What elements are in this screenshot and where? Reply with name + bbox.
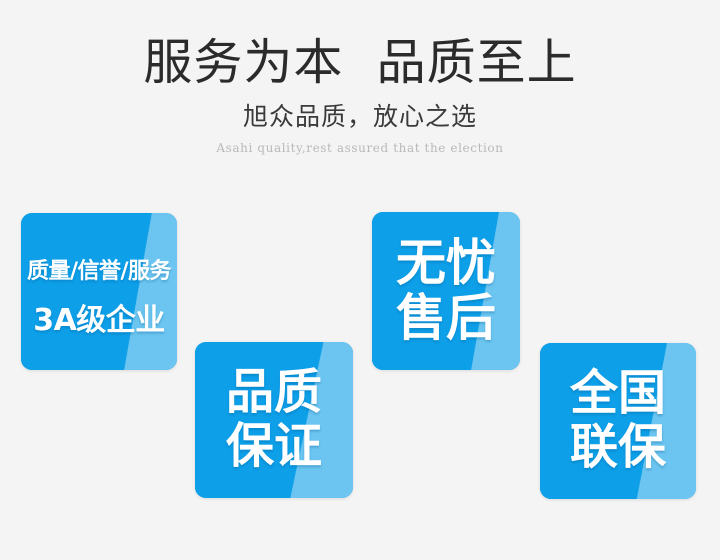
- card-warranty-line-2: 联保: [569, 419, 666, 475]
- card-aftersales-line-2: 售后: [396, 289, 496, 347]
- card-label-stack: 全国 联保: [540, 343, 696, 499]
- subtitle-chinese: 旭众品质，放心之选: [242, 101, 477, 131]
- card-quality-line-1: 质量/信誉/服务: [26, 259, 172, 284]
- page-title: 服务为本 品质至上: [143, 34, 577, 91]
- card-diagonal-highlight: [195, 342, 353, 498]
- card-label-stack: 无忧 售后: [372, 212, 520, 370]
- card-label-stack: 质量/信誉/服务 3A级企业: [21, 213, 177, 370]
- card-label-stack: 品质 保证: [195, 342, 353, 498]
- card-diagonal-highlight: [21, 213, 177, 370]
- feature-card-assurance[interactable]: 品质 保证: [195, 342, 353, 498]
- card-assurance-line-1: 品质: [225, 364, 322, 421]
- card-warranty-line-1: 全国: [569, 365, 666, 422]
- card-diagonal-highlight: [540, 343, 696, 499]
- feature-card-aftersales[interactable]: 无忧 售后: [372, 212, 520, 370]
- subtitle-english: Asahi quality,rest assured that the elec…: [216, 140, 504, 155]
- feature-card-quality[interactable]: 质量/信誉/服务 3A级企业: [21, 213, 177, 370]
- card-assurance-line-2: 保证: [225, 418, 322, 474]
- card-diagonal-highlight: [372, 212, 520, 370]
- card-aftersales-line-1: 无忧: [396, 234, 496, 292]
- feature-card-warranty[interactable]: 全国 联保: [540, 343, 696, 499]
- header-block: 服务为本 品质至上 旭众品质，放心之选 Asahi quality,rest a…: [0, 0, 720, 155]
- card-quality-line-2: 3A级企业: [33, 303, 165, 338]
